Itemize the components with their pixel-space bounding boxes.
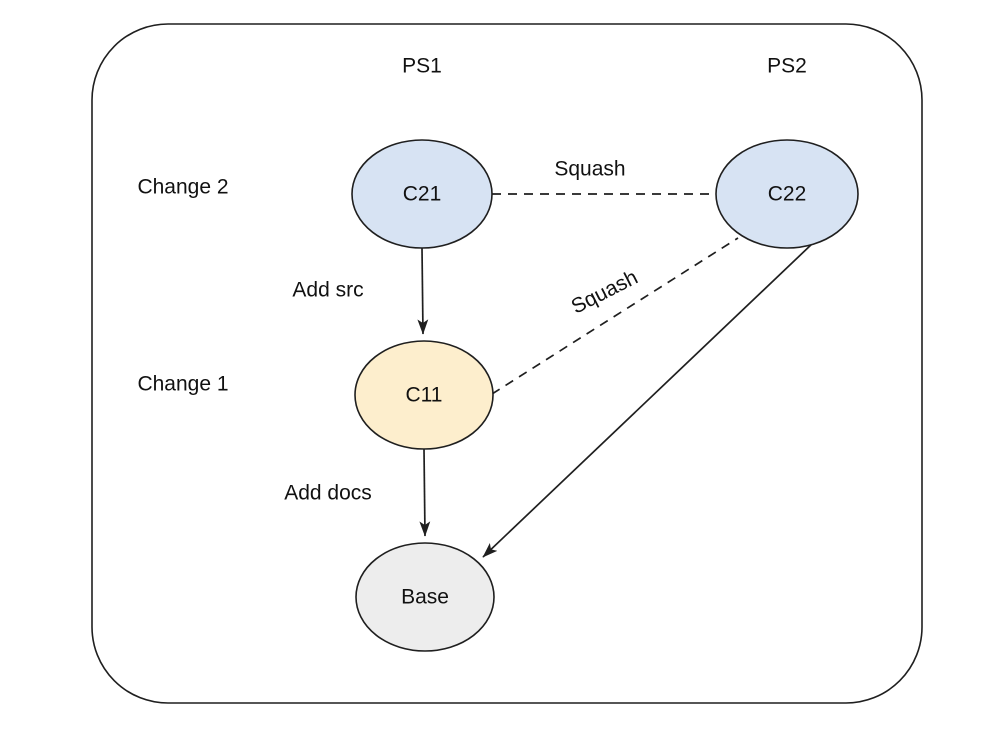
- node-c21-shape: [351, 139, 493, 249]
- node-base-label: Base: [401, 586, 449, 609]
- node-c11-shape: [354, 340, 494, 450]
- node-base-shape: [355, 542, 495, 652]
- node-c21-label: C21: [403, 183, 442, 206]
- column-header-ps1: PS1: [402, 55, 442, 78]
- edge-label-add-docs: Add docs: [284, 482, 372, 505]
- edge-label-squash-horizontal: Squash: [554, 158, 625, 181]
- node-c11[interactable]: C11: [354, 340, 494, 450]
- edge-c21-to-c11: [417, 247, 429, 335]
- row-label-change-2: Change 2: [137, 176, 228, 199]
- edge-c11-to-base: [419, 448, 431, 537]
- node-base[interactable]: Base: [355, 542, 495, 652]
- row-label-change-1: Change 1: [137, 373, 228, 396]
- edge-label-add-src: Add src: [292, 279, 363, 302]
- column-header-ps2: PS2: [767, 55, 807, 78]
- node-c11-label: C11: [406, 384, 443, 407]
- edge-label-squash-diagonal: Squash: [568, 266, 642, 319]
- node-c21[interactable]: C21: [351, 139, 493, 249]
- node-c22-shape: [715, 139, 859, 249]
- diagram-container-border: [91, 23, 923, 704]
- edge-c22-to-base: [482, 242, 814, 558]
- node-c22[interactable]: C22: [715, 139, 859, 249]
- edge-c11-to-c22-squash: [491, 237, 739, 395]
- node-c22-label: C22: [768, 183, 807, 206]
